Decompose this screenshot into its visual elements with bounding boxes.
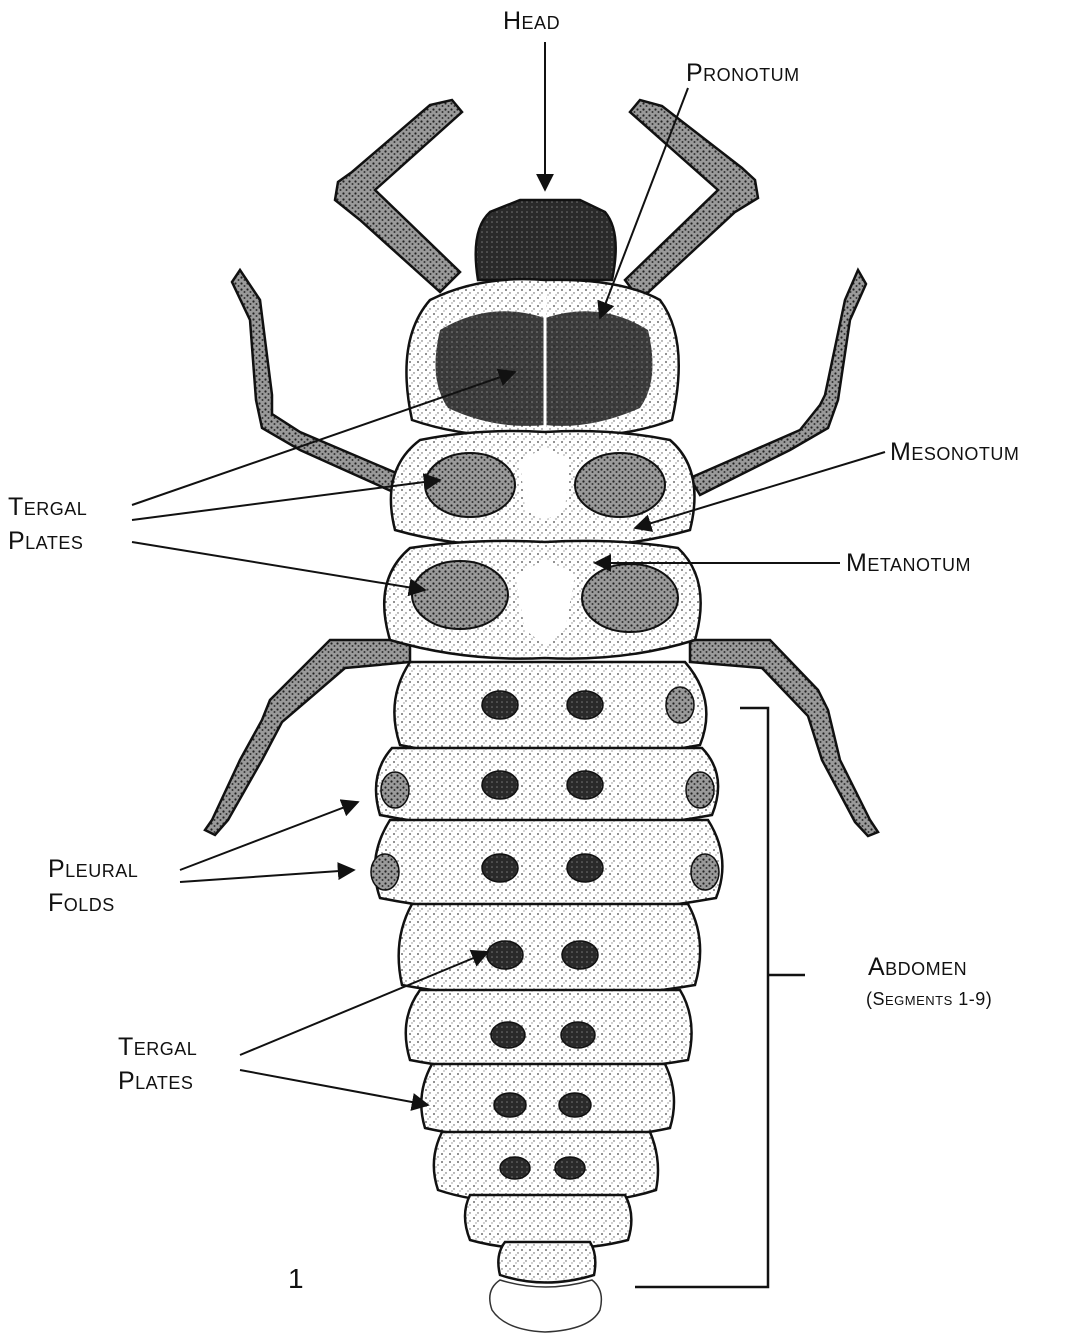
mesonotum-label: Mesonotum (890, 435, 1019, 469)
abdomen-shape (375, 662, 723, 1283)
figure-number: 1 (288, 1262, 304, 1296)
front-leg-left (335, 100, 462, 292)
tergal-plates-upper-label-line2: Plates (8, 524, 83, 558)
abdomen-label: Abdomen (868, 950, 967, 984)
head-label: Head (503, 4, 560, 38)
hind-leg-right (690, 640, 878, 836)
pronotum-label: Pronotum (686, 56, 800, 90)
metanotum-label: Metanotum (846, 546, 971, 580)
tergal-plates-lower-label-line2: Plates (118, 1064, 193, 1098)
tergal-plates-upper-label-line1: Tergal (8, 490, 87, 524)
abdomen-segments-label: (Segments 1-9) (866, 988, 992, 1010)
head-shape (476, 200, 616, 280)
anal-pad (490, 1280, 602, 1332)
pleural-folds-label-line2: Folds (48, 886, 115, 920)
pleural-folds-label-line1: Pleural (48, 852, 138, 886)
tergal-plates-lower-label-line1: Tergal (118, 1030, 197, 1064)
mid-leg-right (690, 270, 866, 495)
